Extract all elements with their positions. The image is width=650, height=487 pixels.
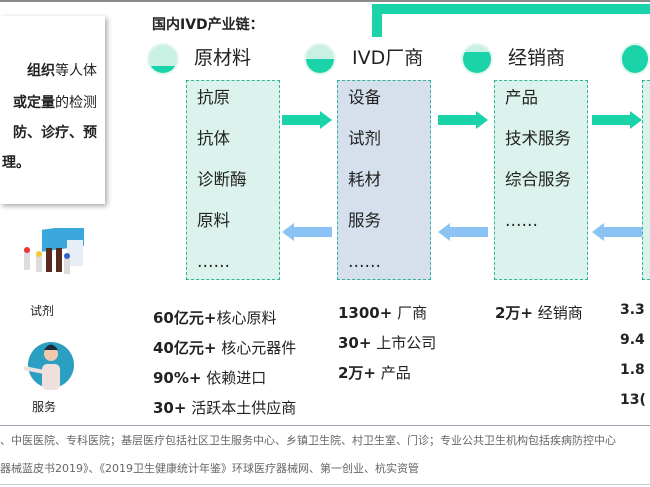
source-line: 器械蓝皮书2019》、《2019卫生健康统计年鉴》环球医疗器械网、第一创业、杭实… [0,462,419,475]
ivd-maker-stats: 1300+ 厂商 30+ 上市公司 2万+ 产品 [338,298,436,388]
chain-title: 国内IVD产业链： [152,17,264,33]
footnote: 、中医医院、专科医院；基层医疗包括社区卫生服务中心、乡镇卫生院、村卫生室、门诊；… [0,425,650,485]
stat-line: 60亿元+核心原料 [153,309,277,327]
arrow-left-icon [438,223,488,241]
stat-line: 9.4 [620,332,645,348]
column-header: 原材料 [194,47,252,69]
box-item: 耗材 [348,170,381,189]
product-label: 服务 [32,400,57,414]
arrow-right-icon [592,111,642,129]
box-item: 技术服务 [505,129,571,148]
end-box [642,80,650,280]
box-item: 设备 [348,88,381,107]
box-item: …… [505,211,538,230]
service-person-image [23,342,74,390]
stat-line: 90%+ 依赖进口 [153,369,267,387]
level-icon [620,43,650,75]
distributor-stats: 2万+ 经销商 [495,298,583,328]
top-divider [0,0,650,2]
arrow-right-icon [438,111,488,129]
intro-line: 防、诊疗、预 [13,125,97,141]
box-item: …… [197,252,230,271]
stat-line: 30+ 活跃本土供应商 [153,399,297,417]
top-bracket [372,4,650,14]
level-icon [461,43,493,75]
end-stats: 3.3 9.4 1.8 13( [620,295,646,415]
top-bracket [372,4,382,37]
intro-card: 组织等人体 或定量的检测 防、诊疗、预 理。 [0,16,105,204]
product-label: 试剂 [30,304,55,318]
arrow-left-icon [282,223,332,241]
intro-line: 或定量的检测 [13,95,97,111]
box-item: 抗原 [197,88,230,107]
arrow-right-icon [282,111,332,129]
box-item: 试剂 [348,129,381,148]
level-icon [304,43,336,75]
stat-line: 1.8 [620,362,645,378]
stat-line: 30+ 上市公司 [338,334,437,352]
column-header: 经销商 [508,47,566,69]
column-header: IVD厂商 [352,47,424,69]
raw-materials-stats: 60亿元+核心原料 40亿元+ 核心元器件 90%+ 依赖进口 30+ 活跃本土… [153,303,296,423]
distributor-box: 产品 技术服务 综合服务 …… [494,80,588,280]
box-item: 原料 [197,211,230,230]
stat-line: 2万+ 经销商 [495,304,583,322]
footnote-line: 、中医医院、专科医院；基层医疗包括社区卫生服务中心、乡镇卫生院、村卫生室、门诊；… [0,434,616,447]
box-item: 产品 [505,88,538,107]
intro-line: 理。 [2,155,30,171]
box-item: …… [348,252,381,271]
level-icon [147,43,179,75]
stat-line: 13( [620,392,646,408]
stat-line: 3.3 [620,302,645,318]
ivd-maker-box: 设备 试剂 耗材 服务 …… [337,80,431,280]
box-item: 诊断酶 [197,170,247,189]
box-item: 抗体 [197,129,230,148]
box-item: 综合服务 [505,170,571,189]
stat-line: 40亿元+ 核心元器件 [153,339,297,357]
raw-materials-box: 抗原 抗体 诊断酶 原料 …… [186,80,280,280]
intro-line: 组织等人体 [27,63,97,79]
arrow-left-icon [592,223,642,241]
box-item: 服务 [348,211,381,230]
reagent-kit-image [24,228,84,274]
stat-line: 2万+ 产品 [338,364,411,382]
stat-line: 1300+ 厂商 [338,304,428,322]
